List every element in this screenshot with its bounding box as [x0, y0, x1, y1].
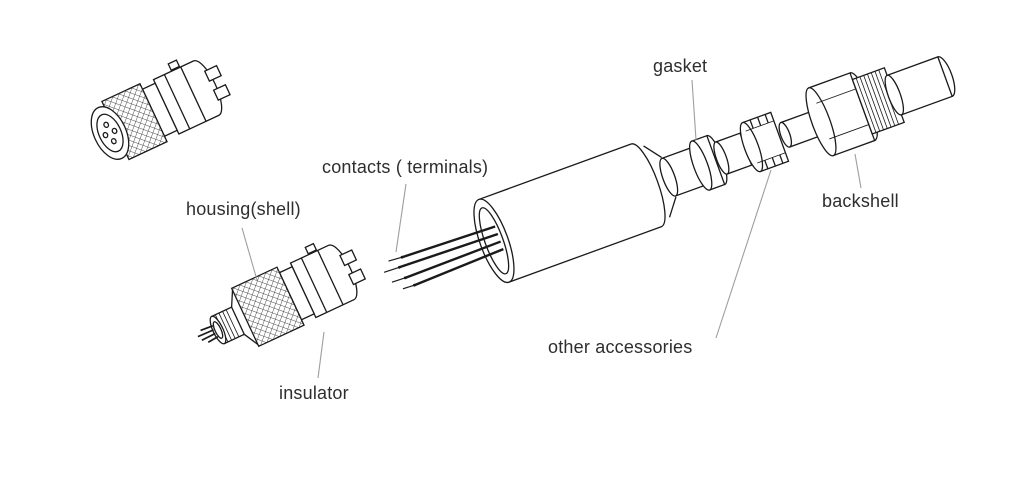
female-face	[90, 106, 130, 160]
label-gasket: gasket	[653, 56, 708, 76]
male-body	[289, 242, 367, 319]
male-nose	[209, 290, 259, 346]
leader-other-accessories	[715, 169, 772, 339]
male-knurled-shell	[230, 266, 305, 348]
male-connector	[197, 242, 367, 348]
leader-insulator	[317, 331, 325, 379]
label-housing: housing(shell)	[186, 199, 301, 219]
leader-gasket	[691, 79, 697, 141]
leader-housing	[241, 227, 258, 281]
leader-backshell	[854, 153, 862, 189]
label-contacts: contacts ( terminals)	[322, 157, 489, 177]
label-backshell: backshell	[822, 191, 899, 211]
drawing-group	[90, 56, 956, 348]
contact-terminals	[383, 225, 504, 290]
shell-cylinder	[473, 143, 677, 284]
label-other-accessories: other accessories	[548, 337, 693, 357]
exploded-assembly	[383, 56, 956, 290]
female-connector	[90, 59, 231, 161]
male-pins	[197, 325, 219, 343]
label-insulator: insulator	[279, 383, 349, 403]
leader-contacts	[395, 183, 407, 253]
backshell-part	[805, 56, 956, 157]
leader-lines	[241, 79, 862, 379]
gasket-part	[688, 134, 728, 191]
clamp-ring	[739, 111, 790, 173]
